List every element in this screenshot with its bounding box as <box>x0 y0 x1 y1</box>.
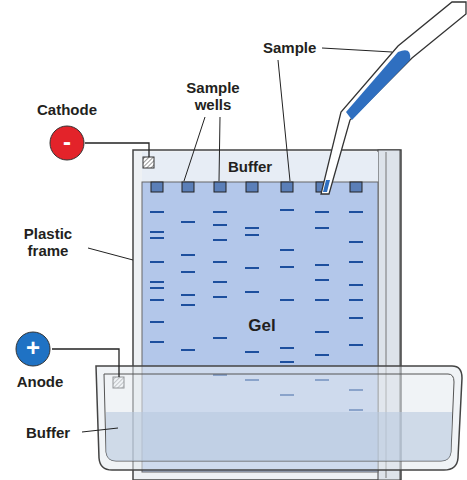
terminal-disc <box>50 126 84 160</box>
dna-band <box>181 254 195 256</box>
anode-wire <box>52 349 119 377</box>
lower-buffer <box>106 412 452 461</box>
dna-band <box>245 291 259 293</box>
dna-band <box>280 266 294 268</box>
dna-band <box>150 299 164 301</box>
dna-band <box>181 349 195 351</box>
dna-band <box>349 317 363 319</box>
dna-band <box>245 234 259 236</box>
dna-band <box>315 279 329 281</box>
pipette <box>321 2 466 194</box>
leader-line <box>219 117 220 181</box>
sample-well <box>182 182 194 192</box>
dna-band <box>181 221 195 223</box>
polarity-sign: - <box>49 130 85 154</box>
dna-band <box>349 299 363 301</box>
dna-band <box>280 361 294 363</box>
dna-band <box>213 281 227 283</box>
leader-line <box>322 48 392 52</box>
leader-line <box>184 117 205 181</box>
cathode-wire <box>85 143 149 157</box>
dna-band <box>349 211 363 213</box>
dna-band <box>245 351 259 353</box>
terminal-disc <box>16 332 50 366</box>
dna-band <box>245 267 259 269</box>
part-label: Plastic frame <box>15 226 81 259</box>
dna-band <box>213 296 227 298</box>
terminal-circle: +Anode <box>15 331 51 367</box>
dna-band <box>150 211 164 213</box>
dna-band <box>150 237 164 239</box>
dna-band <box>349 284 363 286</box>
dna-band <box>349 241 363 243</box>
dna-band <box>181 271 195 273</box>
dna-band <box>349 344 363 346</box>
part-label: Buffer <box>26 425 70 442</box>
dna-band <box>213 211 227 213</box>
dna-band <box>280 299 294 301</box>
dna-band <box>150 231 164 233</box>
dna-band <box>181 294 195 296</box>
sample-well <box>214 182 226 192</box>
upper-buffer <box>142 152 378 182</box>
sample-well <box>350 182 362 192</box>
dna-band <box>315 299 329 301</box>
dna-band <box>280 249 294 251</box>
dna-band <box>150 261 164 263</box>
tray-inner <box>104 374 454 461</box>
cathode-electrode <box>143 157 154 168</box>
electrode-name: Anode <box>17 374 64 391</box>
leader-line <box>88 248 133 260</box>
dna-band <box>245 227 259 229</box>
dna-band <box>213 239 227 241</box>
dna-band <box>315 354 329 356</box>
dna-band <box>315 211 329 213</box>
sample-well <box>281 182 293 192</box>
dna-band <box>315 227 329 229</box>
terminal-circle: Cathode- <box>49 125 85 161</box>
dna-band <box>213 224 227 226</box>
dna-band <box>150 321 164 323</box>
buffer-tray <box>96 366 462 470</box>
sample-well <box>246 182 258 192</box>
part-label: Sample <box>263 40 316 57</box>
dna-band <box>349 261 363 263</box>
electrode-name: Cathode <box>37 102 97 119</box>
part-label: Buffer <box>228 159 272 176</box>
dna-band <box>315 264 329 266</box>
dna-band <box>280 209 294 211</box>
leader-line <box>82 428 118 432</box>
leader-line <box>278 60 290 181</box>
sample-well <box>151 182 163 192</box>
dna-band <box>213 337 227 339</box>
dna-band <box>150 281 164 283</box>
part-label: Sample wells <box>183 80 243 113</box>
polarity-sign: + <box>15 336 51 360</box>
dna-band <box>213 261 227 263</box>
part-label: Gel <box>248 317 275 336</box>
dna-band <box>181 304 195 306</box>
dna-band <box>315 331 329 333</box>
sample-liquid <box>346 50 410 120</box>
dna-band <box>150 287 164 289</box>
sample-drop <box>323 180 330 192</box>
dna-band <box>280 347 294 349</box>
dna-band <box>150 341 164 343</box>
